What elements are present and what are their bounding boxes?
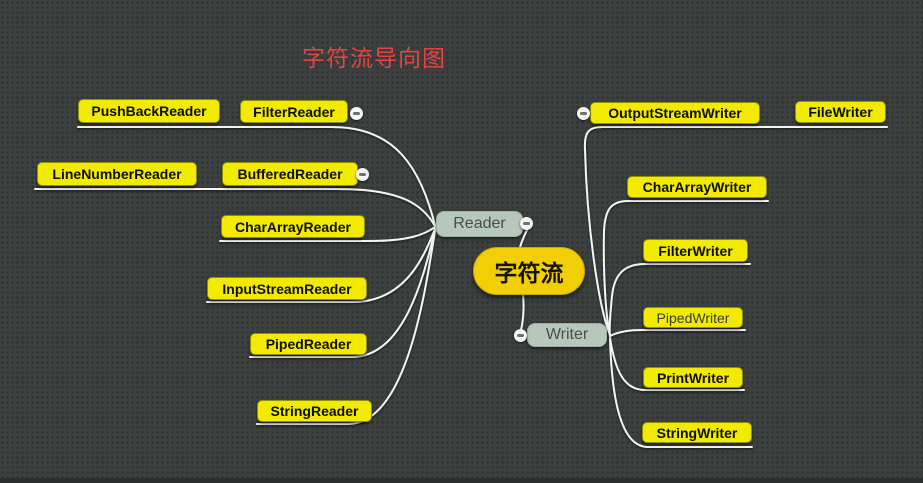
collapse-minus-icon-filterreader[interactable] <box>350 107 363 120</box>
connector-reader-bufferedreader <box>34 188 436 227</box>
node-linenumberreader[interactable]: LineNumberReader <box>37 162 197 186</box>
node-bufferedreader[interactable]: BufferedReader <box>222 162 358 186</box>
connector-writer-stringwriter <box>609 339 753 448</box>
node-filterwriter[interactable]: FilterWriter <box>643 239 748 262</box>
connector-reader-pipedreader <box>249 229 436 358</box>
node-center-topic[interactable]: 字符流 <box>473 247 585 295</box>
connector-writer-printwriter <box>609 337 745 391</box>
node-stringwriter[interactable]: StringWriter <box>642 422 752 443</box>
node-chararrayreader[interactable]: CharArrayReader <box>221 215 365 238</box>
collapse-minus-icon-reader[interactable] <box>520 217 533 230</box>
connector-reader-inputstreamreader <box>206 228 436 303</box>
diagram-title: 字符流导向图 <box>302 45 446 71</box>
connector-reader-filterreader <box>77 126 436 226</box>
node-reader-branch[interactable]: Reader <box>436 211 523 237</box>
node-filterreader[interactable]: FilterReader <box>240 100 348 123</box>
node-pipedwriter[interactable]: PipedWriter <box>643 307 743 328</box>
connector-writer-outputstreamwriter <box>583 126 888 336</box>
collapse-minus-icon-bufferedreader[interactable] <box>356 168 369 181</box>
bottom-edge-strip <box>0 478 923 483</box>
node-pushbackreader[interactable]: PushBackReader <box>78 99 220 123</box>
node-inputstreamreader[interactable]: InputStreamReader <box>207 277 367 300</box>
node-filewriter[interactable]: FileWriter <box>795 101 886 123</box>
node-stringreader[interactable]: StringReader <box>257 400 372 422</box>
node-printwriter[interactable]: PrintWriter <box>643 367 743 388</box>
connector-reader-stringreader <box>256 230 436 425</box>
node-writer-branch[interactable]: Writer <box>527 323 607 347</box>
collapse-minus-icon-writer[interactable] <box>514 329 527 342</box>
connector-writer-pipedwriter <box>609 329 746 337</box>
collapse-minus-icon-outputstreamwriter[interactable] <box>577 107 590 120</box>
connector-writer-chararraywriter <box>602 200 769 336</box>
connector-writer-filterwriter <box>608 263 751 337</box>
connector-reader-chararrayreader <box>219 226 436 242</box>
node-outputstreamwriter[interactable]: OutputStreamWriter <box>590 102 760 124</box>
node-pipedreader[interactable]: PipedReader <box>250 333 367 355</box>
node-chararraywriter[interactable]: CharArrayWriter <box>627 176 767 198</box>
